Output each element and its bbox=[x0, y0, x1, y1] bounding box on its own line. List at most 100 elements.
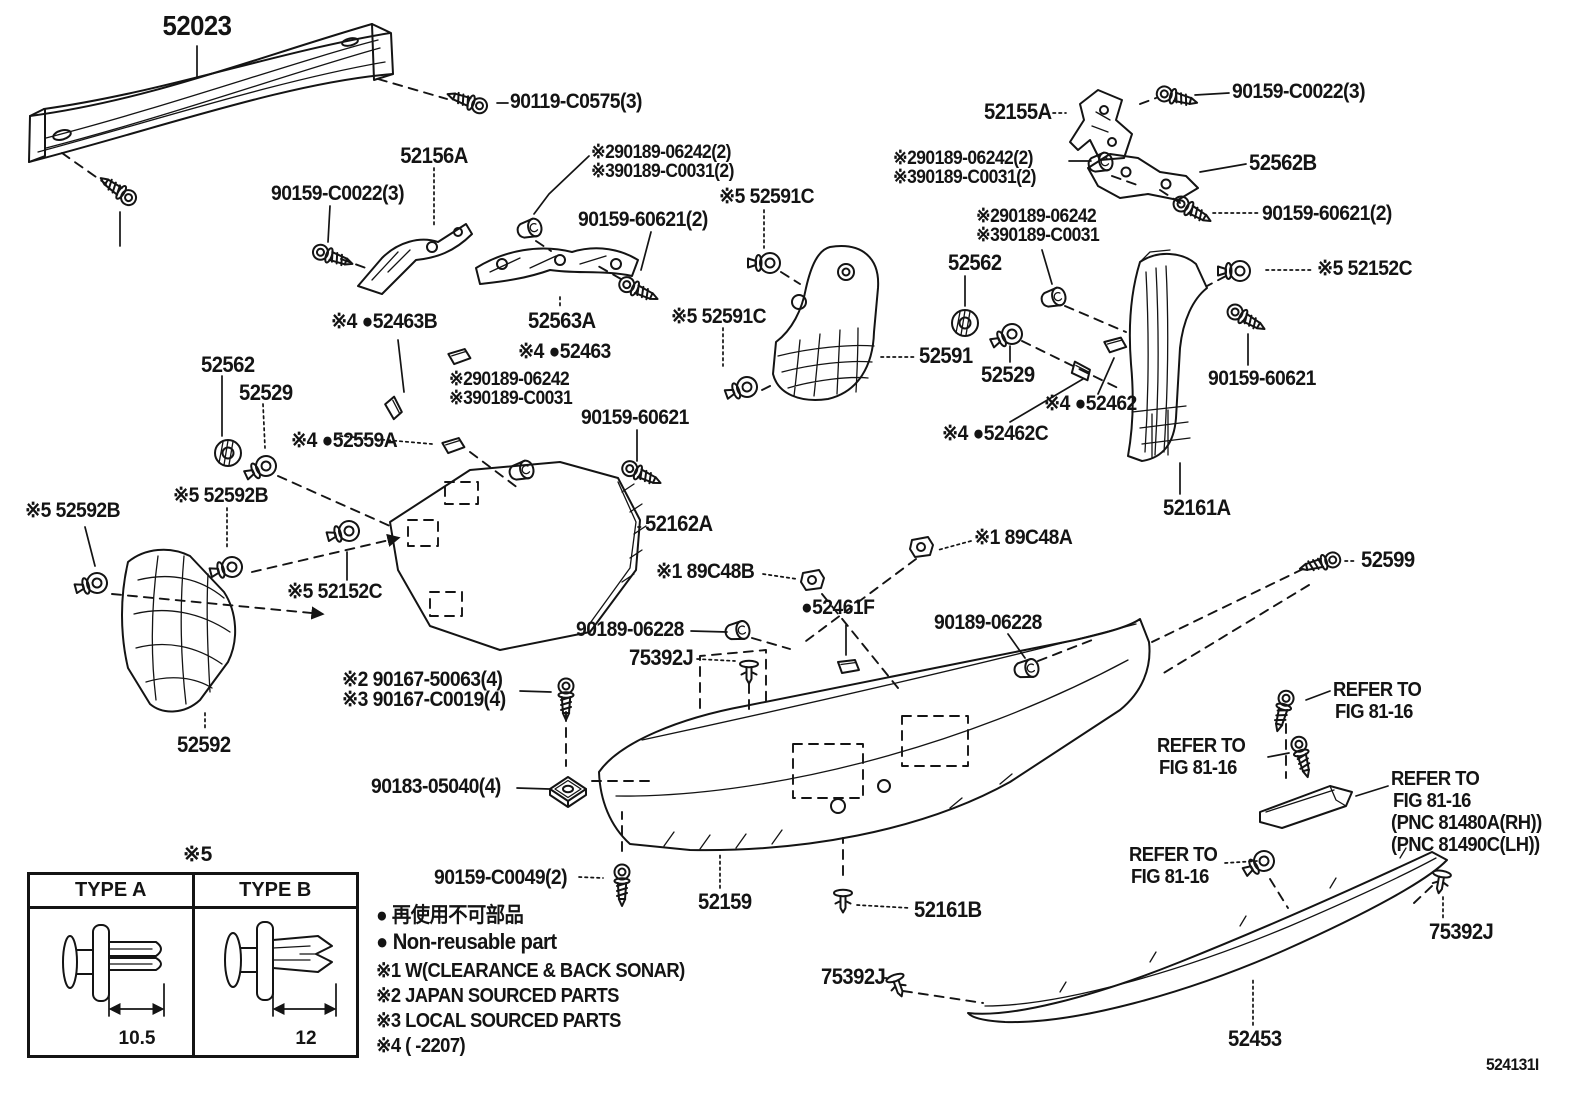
clip-75392j-bottom bbox=[884, 970, 912, 1001]
clip-52592b-left bbox=[72, 569, 111, 600]
leader-lines-solid bbox=[84, 45, 1389, 797]
part-52591-support bbox=[772, 245, 880, 401]
part-label: ● Non-reusable part bbox=[376, 929, 557, 954]
clip-75392j-right bbox=[1428, 868, 1453, 896]
tape-52463 bbox=[447, 347, 472, 366]
part-label: 52161A bbox=[1163, 495, 1231, 520]
legend-type-a-drawing bbox=[62, 924, 165, 1017]
screw-90159-c0049 bbox=[613, 863, 631, 907]
clip-52592b-center bbox=[207, 553, 246, 584]
screw-90119-c0575-top bbox=[444, 86, 491, 117]
screw-90159-60621-rightmid bbox=[1223, 300, 1270, 337]
tape-52462 bbox=[1103, 336, 1128, 354]
part-label: ※1 W(CLEARANCE & BACK SONAR) bbox=[376, 960, 685, 982]
part-label: ※5 52152C bbox=[287, 580, 383, 603]
part-label: REFER TO bbox=[1157, 735, 1246, 757]
part-label: ※290189-06242(2) bbox=[591, 142, 731, 163]
part-52592-support bbox=[121, 548, 237, 713]
part-label: FIG 81-16 bbox=[1131, 866, 1209, 888]
part-label: 90159-60621(2) bbox=[578, 208, 708, 231]
bolt-refer-mid bbox=[1288, 734, 1316, 781]
part-52156a-bracket bbox=[357, 223, 473, 295]
clip-52529-right bbox=[986, 319, 1027, 354]
screw-90159-c0022-left bbox=[309, 241, 356, 272]
part-label: FIG 81-16 bbox=[1335, 701, 1413, 723]
legend-note5-mark: ※5 bbox=[183, 843, 213, 866]
part-label: 52453 bbox=[1228, 1026, 1282, 1051]
part-label: ※390189-C0031(2) bbox=[893, 167, 1036, 188]
legend-body-row bbox=[30, 909, 356, 1055]
part-label: 90189-06228 bbox=[576, 618, 684, 641]
tape-52461f bbox=[837, 659, 860, 674]
sensor-89c48b bbox=[800, 569, 825, 591]
screw-90159-60621-center bbox=[615, 273, 662, 307]
part-label: ※390189-C0031 bbox=[449, 388, 573, 409]
grommet-52562-left bbox=[214, 439, 242, 467]
leader-lines-dotted bbox=[204, 112, 1444, 1026]
part-label: ● 再使用不可部品 bbox=[376, 904, 524, 927]
part-label: ※4 ●52462C bbox=[942, 422, 1049, 445]
legend-type-b-header: TYPE B bbox=[191, 875, 357, 906]
screw-90159-60621-right2 bbox=[1169, 192, 1216, 229]
part-label: 52162A bbox=[645, 511, 713, 536]
screw-90159-60621-retainer bbox=[618, 457, 665, 491]
screw-90159-c0022-right bbox=[1154, 83, 1201, 111]
part-label: 75392J bbox=[821, 964, 886, 989]
part-label: (PNC 81480A(RH)) bbox=[1391, 812, 1542, 834]
part-label: ※290189-06242 bbox=[449, 369, 570, 390]
legend-dim-type-a: 10.5 bbox=[118, 1028, 156, 1049]
clip-90189-top-center bbox=[514, 216, 545, 242]
part-label: 52156A bbox=[400, 143, 468, 168]
part-52161a-support bbox=[1127, 249, 1208, 462]
clip-type-legend: TYPE A TYPE B bbox=[27, 872, 359, 1058]
part-label: ※4 ●52559A bbox=[291, 429, 398, 452]
part-label: ※290189-06242 bbox=[976, 206, 1097, 227]
part-label: 52529 bbox=[981, 362, 1035, 387]
screw-52599 bbox=[1296, 549, 1343, 577]
legend-type-a-cell bbox=[30, 909, 192, 1055]
part-52162a-retainer bbox=[389, 461, 647, 651]
assembly-lines-dashed bbox=[61, 78, 1433, 1004]
legend-dim-type-b: 12 bbox=[295, 1028, 317, 1049]
clip-52591c-upper bbox=[747, 252, 781, 274]
part-label: ※5 52591C bbox=[719, 185, 815, 208]
part-label: 52529 bbox=[239, 380, 293, 405]
part-label: ※390189-C0031(2) bbox=[591, 161, 734, 182]
part-label: ※1 89C48A bbox=[974, 526, 1073, 549]
part-81480-lamp-bracket bbox=[1259, 785, 1353, 829]
grommet-52562-right bbox=[951, 309, 979, 337]
part-label: 75392J bbox=[1429, 919, 1494, 944]
part-label: ※3 90167-C0019(4) bbox=[342, 688, 506, 711]
part-label: 75392J bbox=[629, 645, 694, 670]
part-label: ※390189-C0031 bbox=[976, 225, 1100, 246]
part-label: 52161B bbox=[914, 897, 982, 922]
part-52562b-bracket bbox=[1087, 153, 1199, 201]
plate-90183-05040 bbox=[549, 776, 587, 808]
part-label: ※1 89C48B bbox=[656, 560, 755, 583]
part-label: FIG 81-16 bbox=[1393, 790, 1471, 812]
part-label: ※5 52592B bbox=[25, 499, 121, 522]
part-label: 90159-60621 bbox=[581, 406, 689, 429]
part-label: 52023 bbox=[162, 10, 232, 41]
part-label: 90183-05040(4) bbox=[371, 775, 501, 798]
part-label: 52562 bbox=[948, 250, 1002, 275]
part-label: REFER TO bbox=[1391, 768, 1480, 790]
clip-52591c-lower bbox=[721, 373, 761, 405]
part-label: ※5 52591C bbox=[671, 305, 767, 328]
part-label: ※4 ●52463B bbox=[331, 310, 438, 333]
bolt-refer-top bbox=[1269, 688, 1297, 735]
screw-90119-c0575-left bbox=[95, 170, 140, 210]
tape-52559a bbox=[441, 436, 466, 455]
part-label: 52562B bbox=[1249, 150, 1317, 175]
clip-90189-rightmid bbox=[1038, 285, 1069, 311]
part-52155a-bracket bbox=[1069, 89, 1133, 161]
part-label: ※290189-06242(2) bbox=[893, 148, 1033, 169]
legend-type-b-drawing bbox=[224, 921, 337, 1017]
part-label: ※4 ( -2207) bbox=[376, 1035, 466, 1057]
part-label: 52563A bbox=[528, 308, 596, 333]
part-label: ※3 LOCAL SOURCED PARTS bbox=[376, 1010, 621, 1032]
part-label: ※5 52592B bbox=[173, 484, 269, 507]
part-label: 524131I bbox=[1486, 1055, 1539, 1074]
part-label: 90159-60621 bbox=[1208, 367, 1316, 390]
